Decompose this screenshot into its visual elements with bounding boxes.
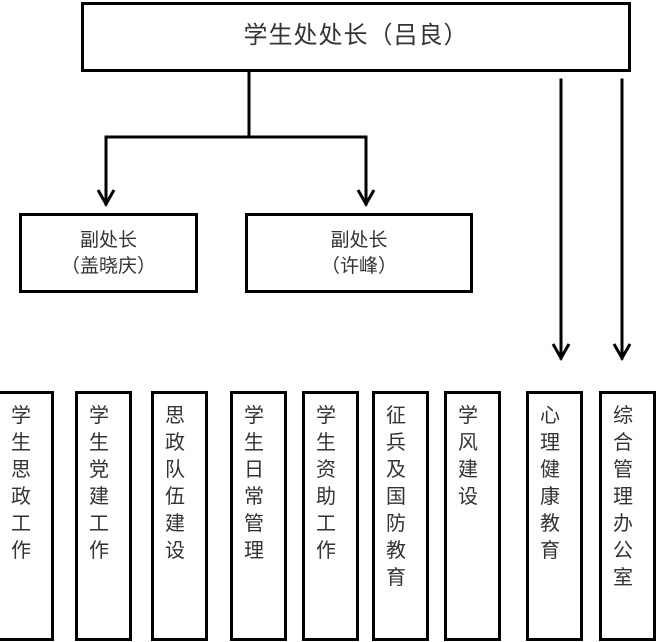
dept-label: 征兵及国防教育 (386, 403, 406, 589)
dept-box-daily-management: 学生日常管理 (230, 391, 287, 641)
dept-label: 综合管理办公室 (613, 403, 633, 589)
deputy-box-left: 副处长 （盖晓庆） (19, 213, 198, 293)
dept-label: 心理健康教育 (540, 403, 560, 562)
arrowhead-psych (551, 343, 571, 362)
deputy-name: （盖晓庆） (60, 255, 156, 277)
dept-box-team-building: 思政队伍建设 (151, 391, 208, 641)
dept-label: 学生资助工作 (316, 403, 336, 562)
dept-label: 学生党建工作 (89, 403, 109, 562)
deputy-box-right: 副处长 （许峰） (245, 213, 473, 293)
dept-box-admin-office: 综合管理办公室 (599, 391, 656, 641)
deputy-title: 副处长 (79, 229, 137, 251)
dept-box-party-building: 学生党建工作 (75, 391, 132, 641)
dept-box-financial-aid: 学生资助工作 (302, 391, 359, 641)
dept-label: 思政队伍建设 (165, 403, 185, 562)
dept-box-study-style: 学风建设 (444, 391, 501, 641)
arrowhead-office (612, 343, 632, 362)
arrowhead-deputy-right (356, 189, 376, 208)
dept-box-conscription: 征兵及国防教育 (372, 391, 429, 641)
dept-label: 学生日常管理 (244, 403, 264, 562)
dept-label: 学生思政工作 (11, 403, 31, 562)
dept-box-mental-health: 心理健康教育 (526, 391, 583, 641)
director-title: 学生处处长（吕良） (243, 21, 469, 49)
dept-box-student-ideology: 学生思政工作 (0, 391, 54, 641)
dept-label: 学风建设 (458, 403, 478, 508)
deputy-title: 副处长 (330, 229, 388, 251)
arrowhead-deputy-left (96, 189, 116, 208)
director-box: 学生处处长（吕良） (81, 2, 631, 72)
deputy-name: （许峰） (320, 255, 397, 277)
